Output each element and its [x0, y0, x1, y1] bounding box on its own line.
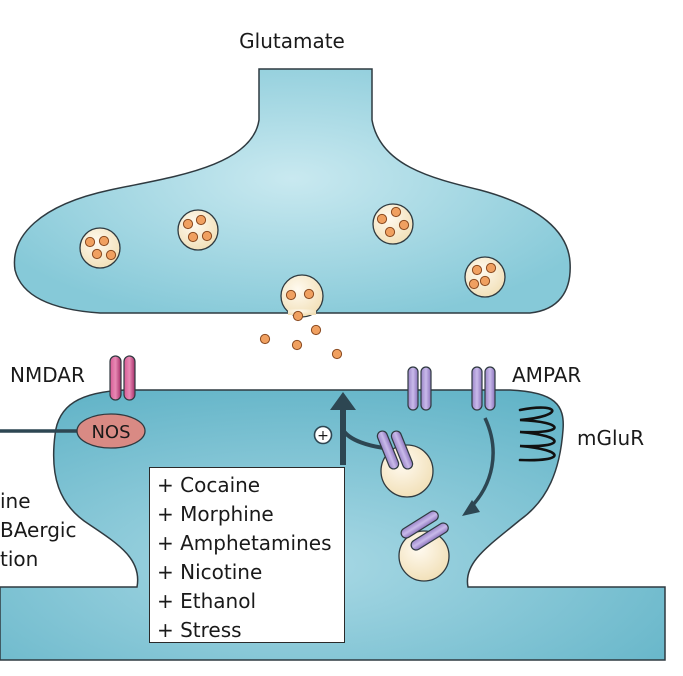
vesicle: [79, 227, 121, 269]
released-glutamate: [259, 324, 343, 360]
drug-item: + Amphetamines: [157, 531, 332, 555]
drug-list-box: + Cocaine + Morphine + Amphetamines + Ni…: [149, 467, 345, 643]
drug-item: + Nicotine: [157, 560, 263, 584]
nmdar-label: NMDAR: [10, 363, 85, 387]
internalization-arrowhead: [462, 500, 480, 516]
glutamate-label: Glutamate: [239, 29, 345, 53]
ampar-label: AMPAR: [512, 363, 581, 387]
ampar-receptor: [407, 366, 432, 411]
drug-item: + Morphine: [157, 502, 274, 526]
presynaptic-terminal: [13, 68, 571, 314]
mglur-coil: [518, 406, 556, 462]
nos-enzyme: [76, 413, 146, 449]
endosome-vesicle: [376, 430, 434, 498]
drug-item: + Cocaine: [157, 473, 261, 497]
drug-item: + Stress: [157, 618, 242, 642]
plus-indicator: [313, 425, 333, 445]
mglur-label: mGluR: [577, 426, 644, 450]
ampar-receptor: [471, 366, 496, 411]
endosome-vesicle: [398, 510, 450, 582]
insertion-arrow: [330, 392, 385, 465]
left-text-line-2: BAergic: [0, 518, 76, 542]
internalization-arrow: [466, 417, 495, 512]
drug-item: + Ethanol: [157, 589, 256, 613]
nos-label: NOS: [91, 422, 130, 443]
vesicle: [464, 256, 506, 298]
vesicle: [372, 203, 414, 245]
fusing-vesicle: [280, 274, 324, 322]
nmdar-receptor: [109, 355, 136, 401]
left-text-line-3: tion: [0, 547, 38, 571]
vesicle: [177, 209, 219, 251]
left-text-line-1: ine: [0, 489, 31, 513]
plus-indicator-label: +: [317, 428, 329, 444]
